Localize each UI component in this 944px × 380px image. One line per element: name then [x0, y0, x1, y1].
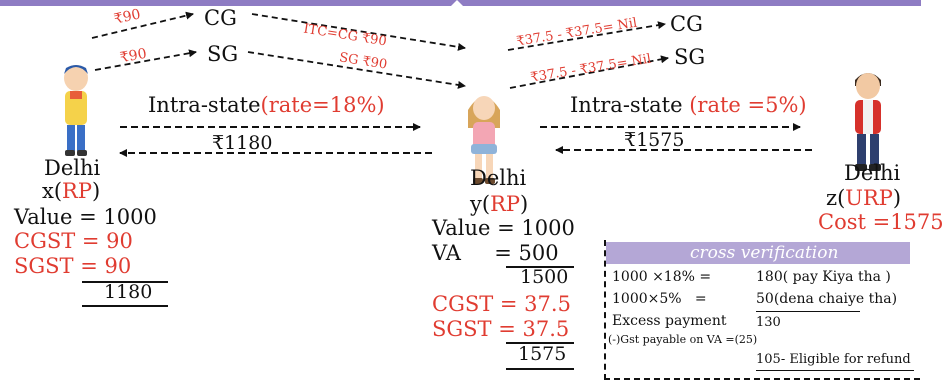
party-x-value: Value = 1000 [14, 205, 157, 229]
party-x-sum-line-top [82, 281, 168, 283]
right-intra-rate: (rate =5%) [689, 93, 807, 117]
party-x-sgst: SGST = 90 [14, 254, 132, 278]
arrow-sg-itc [247, 51, 466, 89]
left-intra-rate: (rate=18%) [260, 93, 385, 117]
party-y-sum-line-top [506, 266, 574, 268]
party-y-sgst: SGST = 37.5 [432, 317, 570, 341]
left-payment-amount: ₹1180 [212, 132, 273, 154]
cross-verification-box [604, 240, 920, 380]
party-x-name: x(RP) [42, 181, 100, 202]
party-x-cgst: CGST = 90 [14, 229, 133, 253]
arrow-y-to-sg [509, 55, 669, 89]
party-y-value: Value = 1000 [432, 216, 575, 240]
sg-label: SG [207, 42, 239, 66]
top-notch [450, 0, 464, 7]
party-y-cgst: CGST = 37.5 [432, 292, 571, 316]
party-y-subtotal: 1500 [520, 266, 569, 288]
right-cg-label: CG [670, 12, 703, 36]
cv-row1-left: 1000 ×18% = [612, 269, 712, 285]
right-payment-amount: ₹1575 [624, 129, 685, 151]
party-x-name-prefix: x( [42, 179, 63, 203]
party-y-sum-line-bottom [506, 368, 574, 370]
cv-row5: 105- Eligible for refund [756, 352, 911, 367]
person-x-illustration [64, 65, 88, 156]
party-y-name-prefix: y( [470, 192, 491, 216]
party-x-name-tag: RP [62, 179, 92, 203]
party-y-sum-line-middle [506, 342, 574, 344]
arrow-cg-itc [251, 13, 466, 51]
right-sg-label: SG [674, 45, 706, 69]
cv-row5-underline [756, 370, 914, 371]
arrow-x-to-sg [94, 49, 197, 71]
party-x-total: 1180 [104, 281, 153, 303]
arrow-x-to-cg [91, 11, 194, 39]
flow-arrows [91, 11, 812, 157]
cv-row4: (-)Gst payable on VA =(25) [608, 333, 758, 346]
party-z-name-suffix: ) [892, 186, 902, 210]
person-y-illustration [468, 96, 500, 184]
party-z-cost: Cost =1575 [818, 210, 944, 234]
party-y-name: y(RP) [470, 194, 528, 215]
party-y-city: Delhi [470, 166, 527, 190]
right-intra-state-label: Intra-state (rate =5%) [570, 95, 807, 116]
party-x-sum-line-bottom [82, 305, 168, 307]
cross-verification-header [606, 242, 910, 264]
cv-row2-left: 1000×5% = [612, 291, 707, 307]
left-intra-prefix: Intra-state [148, 93, 261, 117]
cv-row3-right: 130 [756, 315, 781, 330]
party-z-city: Delhi [844, 161, 901, 185]
arrow-y-to-cg [507, 21, 666, 51]
party-z-name-prefix: z( [826, 186, 846, 210]
party-y-value-added: VA = 500 [432, 241, 559, 265]
party-z-name-tag: URP [845, 186, 893, 210]
cv-row2-right: 50(dena chaiye tha) [756, 291, 898, 307]
party-x-city: Delhi [44, 156, 101, 180]
party-y-total: 1575 [518, 343, 567, 365]
cv-row2-underline [756, 311, 860, 312]
party-y-name-tag: RP [490, 192, 521, 216]
cv-row3-left: Excess payment [612, 313, 727, 329]
party-x-name-suffix: ) [92, 179, 101, 203]
party-z-name: z(URP) [826, 188, 901, 209]
party-y-name-suffix: ) [520, 192, 529, 216]
person-z-illustration [855, 73, 881, 171]
cv-row1-right: 180( pay Kiya tha ) [756, 269, 891, 285]
cg-label: CG [204, 6, 237, 30]
right-intra-prefix: Intra-state [570, 93, 683, 117]
left-intra-state-label: Intra-state(rate=18%) [148, 95, 385, 116]
cross-verification-title: cross verification [690, 243, 839, 263]
